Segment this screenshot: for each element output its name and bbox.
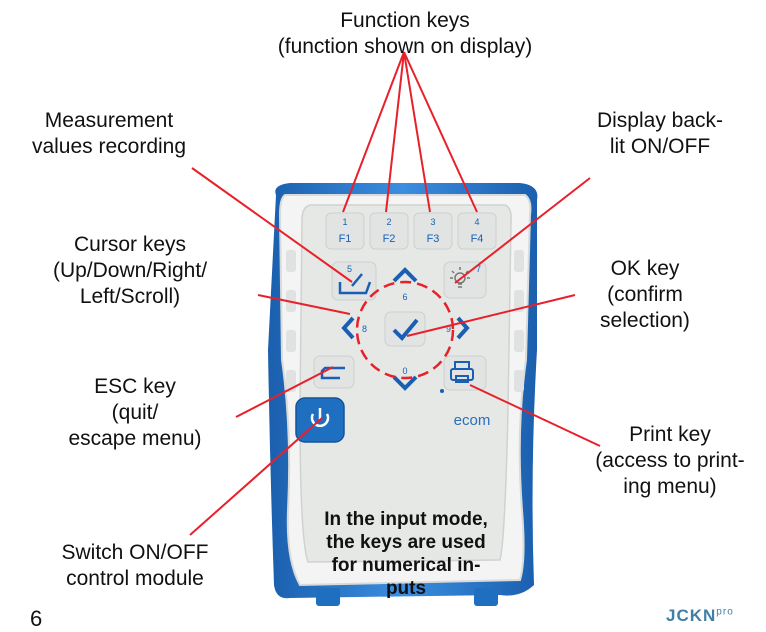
label-backlit-line1: Display back- bbox=[596, 109, 724, 132]
input-mode-note-line2: the keys are used bbox=[326, 532, 486, 553]
label-function-keys-line1: Function keys bbox=[340, 9, 470, 32]
down-arrow-icon[interactable] bbox=[392, 375, 418, 391]
right-digit: 9 bbox=[446, 324, 451, 334]
brand-logo: ecom bbox=[454, 412, 491, 429]
line-cursor bbox=[257, 294, 351, 315]
right-arrow-icon[interactable] bbox=[456, 316, 470, 340]
line-esc bbox=[235, 366, 334, 418]
fkey-cap-4[interactable] bbox=[457, 212, 497, 250]
line-measurement bbox=[191, 167, 353, 283]
fkey-num-2: 2 bbox=[386, 217, 391, 227]
label-switch-line1: Switch ON/OFF bbox=[61, 541, 209, 564]
label-ok-line3: selection) bbox=[600, 309, 690, 332]
footer-logo-sup: pro bbox=[716, 606, 734, 618]
label-ok-line2: (confirm bbox=[607, 283, 683, 306]
fkey-num-4: 4 bbox=[474, 217, 479, 227]
cursor-ok-highlight bbox=[355, 280, 455, 380]
ok-key[interactable] bbox=[384, 311, 426, 347]
line-fkey-1 bbox=[342, 51, 405, 213]
footer-logo-text: JCKN bbox=[666, 606, 717, 625]
label-backlit-line2: lit ON/OFF bbox=[609, 135, 711, 158]
fkey-cap-1[interactable] bbox=[325, 212, 365, 250]
label-function-keys: Function keys (function shown on display… bbox=[230, 8, 580, 60]
label-esc-line1: ESC key bbox=[94, 375, 176, 398]
label-print-line3: ing menu) bbox=[623, 475, 717, 498]
up-arrow-icon[interactable] bbox=[392, 267, 418, 283]
line-fkey-2 bbox=[385, 51, 405, 213]
record-key[interactable] bbox=[331, 261, 377, 301]
clip-right bbox=[474, 588, 498, 606]
label-cursor-line3: Left/Scroll) bbox=[79, 285, 181, 308]
input-mode-note: In the input mode, the keys are used for… bbox=[268, 508, 544, 600]
label-print-line2: (access to print- bbox=[595, 449, 745, 472]
input-mode-note-line3: for numerical in- bbox=[331, 555, 481, 576]
line-fkey-3 bbox=[403, 51, 431, 213]
label-ok-line1: OK key bbox=[610, 257, 680, 280]
fkey-cap-2[interactable] bbox=[369, 212, 409, 250]
input-mode-note-line4: puts bbox=[385, 578, 427, 599]
leader-lines bbox=[189, 51, 601, 536]
label-ok: OK key (confirm selection) bbox=[565, 256, 725, 334]
power-icon bbox=[310, 408, 330, 428]
label-print: Print key (access to print- ing menu) bbox=[580, 422, 760, 500]
label-backlit: Display back- lit ON/OFF bbox=[560, 108, 760, 160]
input-mode-note-line1: In the input mode, bbox=[324, 509, 488, 530]
line-ok bbox=[406, 294, 576, 337]
light-bulb-icon bbox=[450, 267, 470, 288]
fkey-label-3: F3 bbox=[427, 233, 440, 245]
fkey-num-3: 3 bbox=[430, 217, 435, 227]
clip-left bbox=[316, 588, 340, 606]
checkmark-icon bbox=[392, 318, 419, 341]
footer-logo: JCKNpro bbox=[666, 606, 734, 626]
label-measurement-line2: values recording bbox=[31, 135, 187, 158]
label-measurement-line1: Measurement bbox=[44, 109, 174, 132]
fkey-label-4: F4 bbox=[471, 233, 484, 245]
up-digit: 6 bbox=[402, 292, 407, 302]
printer-icon bbox=[450, 361, 474, 383]
line-fkey-4 bbox=[403, 51, 478, 213]
fkey-num-1: 1 bbox=[342, 217, 347, 227]
page-number: 6 bbox=[30, 606, 43, 631]
label-function-keys-line2: (function shown on display) bbox=[277, 35, 533, 58]
light-digit: 7 bbox=[476, 264, 481, 274]
label-cursor-line1: Cursor keys bbox=[73, 233, 187, 256]
print-key-dot bbox=[440, 389, 444, 393]
label-switch-line2: control module bbox=[66, 567, 204, 590]
left-arrow-icon[interactable] bbox=[341, 316, 355, 340]
left-digit: 8 bbox=[362, 324, 367, 334]
fkey-cap-3[interactable] bbox=[413, 212, 453, 250]
label-esc: ESC key (quit/ escape menu) bbox=[40, 374, 230, 452]
label-switch: Switch ON/OFF control module bbox=[20, 540, 250, 592]
esc-key[interactable] bbox=[313, 355, 355, 389]
label-print-line1: Print key bbox=[629, 423, 711, 446]
label-esc-line2: (quit/ bbox=[111, 401, 159, 424]
label-cursor-line2: (Up/Down/Right/ bbox=[52, 259, 208, 282]
fkey-label-1: F1 bbox=[339, 233, 352, 245]
record-icon bbox=[338, 273, 372, 295]
line-print bbox=[469, 384, 601, 447]
down-digit: 0 bbox=[402, 366, 407, 376]
fkey-label-2: F2 bbox=[383, 233, 396, 245]
label-measurement: Measurement values recording bbox=[0, 108, 218, 160]
line-switch bbox=[189, 417, 323, 536]
label-esc-line3: escape menu) bbox=[68, 427, 202, 450]
label-cursor: Cursor keys (Up/Down/Right/ Left/Scroll) bbox=[20, 232, 240, 310]
line-backlit bbox=[454, 177, 591, 284]
record-digit: 5 bbox=[347, 264, 352, 274]
